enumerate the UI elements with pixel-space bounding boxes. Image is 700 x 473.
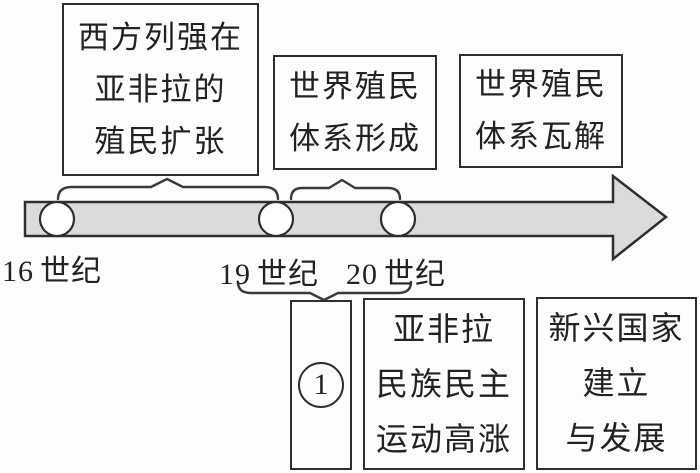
- box-text-line: 运动高涨: [375, 420, 512, 457]
- century-unit: 世纪: [384, 258, 446, 291]
- box-text-line: 新兴国家: [548, 310, 685, 346]
- box-western-colonial-expansion: 西方列强在 亚非拉的 殖民扩张: [62, 3, 259, 176]
- box-world-colonial-system-formed: 世界殖民 体系形成: [273, 55, 437, 170]
- box-text-line: 亚非拉的: [94, 71, 227, 107]
- circled-one-marker: 1: [298, 362, 344, 408]
- timeline-arrow: [23, 173, 669, 262]
- box-text-line: 体系瓦解: [475, 119, 607, 154]
- box-text-line: 西方列强在: [78, 19, 243, 55]
- century-number: 16: [2, 255, 34, 288]
- box-blank-circled-one: 1: [290, 300, 352, 470]
- timeline-node-16th-century: [38, 200, 76, 238]
- box-new-nations-established: 新兴国家 建立 与发展: [536, 297, 697, 470]
- box-national-democratic-movement: 亚非拉 民族民主 运动高涨: [363, 298, 525, 470]
- box-text-line: 殖民扩张: [94, 123, 227, 159]
- box-text-line: 世界殖民: [289, 68, 421, 104]
- brace-colonial-expansion: [56, 177, 280, 201]
- brace-system-formation: [289, 178, 402, 201]
- century-number: 20: [346, 258, 378, 291]
- box-text-line: 世界殖民: [475, 67, 607, 102]
- timeline-node-20th-century: [379, 200, 417, 238]
- box-text-line: 亚非拉: [392, 310, 495, 347]
- box-text-line: 民族民主: [375, 365, 512, 402]
- century-number: 19: [219, 258, 251, 291]
- box-text-line: 与发展: [565, 420, 668, 456]
- century-unit: 世纪: [257, 258, 319, 291]
- box-text-line: 体系形成: [289, 120, 421, 156]
- timeline-node-19th-century: [257, 200, 295, 238]
- box-text-line: 建立: [582, 365, 651, 401]
- century-unit: 世纪: [40, 255, 102, 288]
- box-world-colonial-system-collapsed: 世界殖民 体系瓦解: [459, 54, 623, 168]
